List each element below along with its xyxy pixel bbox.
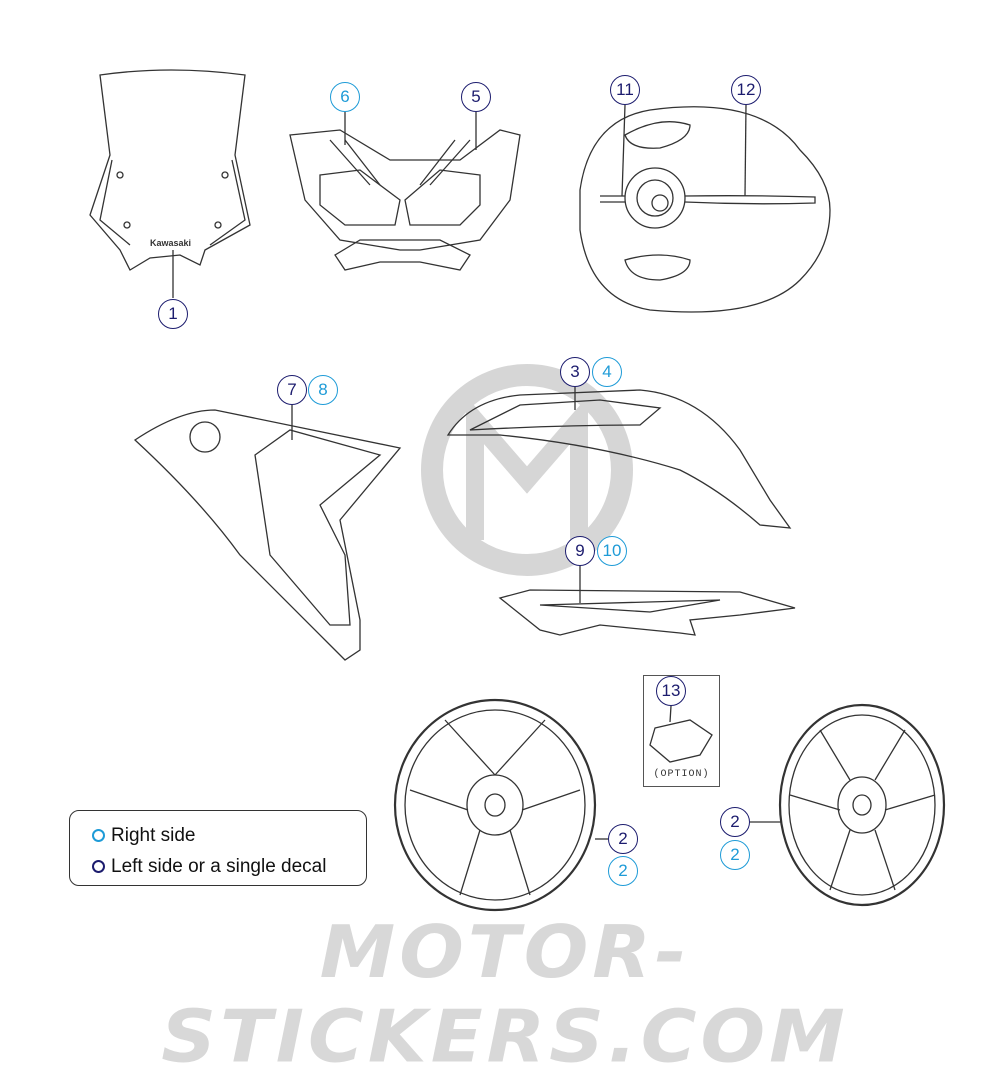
tail-cover	[446, 387, 792, 529]
callout-7: 7	[277, 375, 307, 405]
windscreen-kawasaki-text: Kawasaki	[150, 238, 191, 248]
callout-2-rear-right: 2	[720, 840, 750, 870]
callout-13: 13	[656, 676, 686, 706]
legend-left-label: Left side or a single decal	[111, 855, 327, 877]
callout-11: 11	[610, 75, 640, 105]
callout-8: 8	[308, 375, 338, 405]
fuel-tank	[579, 104, 831, 313]
legend: Right side Left side or a single decal	[69, 810, 367, 886]
rear-wheel	[750, 703, 946, 907]
callout-6: 6	[330, 82, 360, 112]
callout-9: 9	[565, 536, 595, 566]
callout-4: 4	[592, 357, 622, 387]
watermark: MOTOR-STICKERS.COM	[161, 909, 849, 1079]
front-cowl	[289, 112, 521, 271]
callout-5: 5	[461, 82, 491, 112]
left-side-circle-icon	[92, 860, 105, 873]
callout-3: 3	[560, 357, 590, 387]
right-side-circle-icon	[92, 829, 105, 842]
legend-right-side: Right side	[92, 820, 366, 851]
callout-12: 12	[731, 75, 761, 105]
callout-10: 10	[597, 536, 627, 566]
parts-diagram: Kawasaki	[89, 69, 946, 912]
callout-2-front-right: 2	[608, 856, 638, 886]
legend-right-label: Right side	[111, 824, 196, 846]
legend-left-side: Left side or a single decal	[92, 851, 366, 882]
option-box: (OPTION)	[643, 675, 720, 787]
side-fairing	[133, 405, 402, 661]
callout-2-front-left: 2	[608, 824, 638, 854]
option-part	[649, 705, 713, 763]
callout-2-rear-left: 2	[720, 807, 750, 837]
front-wheel	[393, 698, 608, 912]
option-label: (OPTION)	[653, 769, 710, 780]
background-logo	[421, 364, 633, 576]
windscreen	[89, 69, 251, 298]
under-cowl	[498, 566, 796, 636]
callout-1: 1	[158, 299, 188, 329]
